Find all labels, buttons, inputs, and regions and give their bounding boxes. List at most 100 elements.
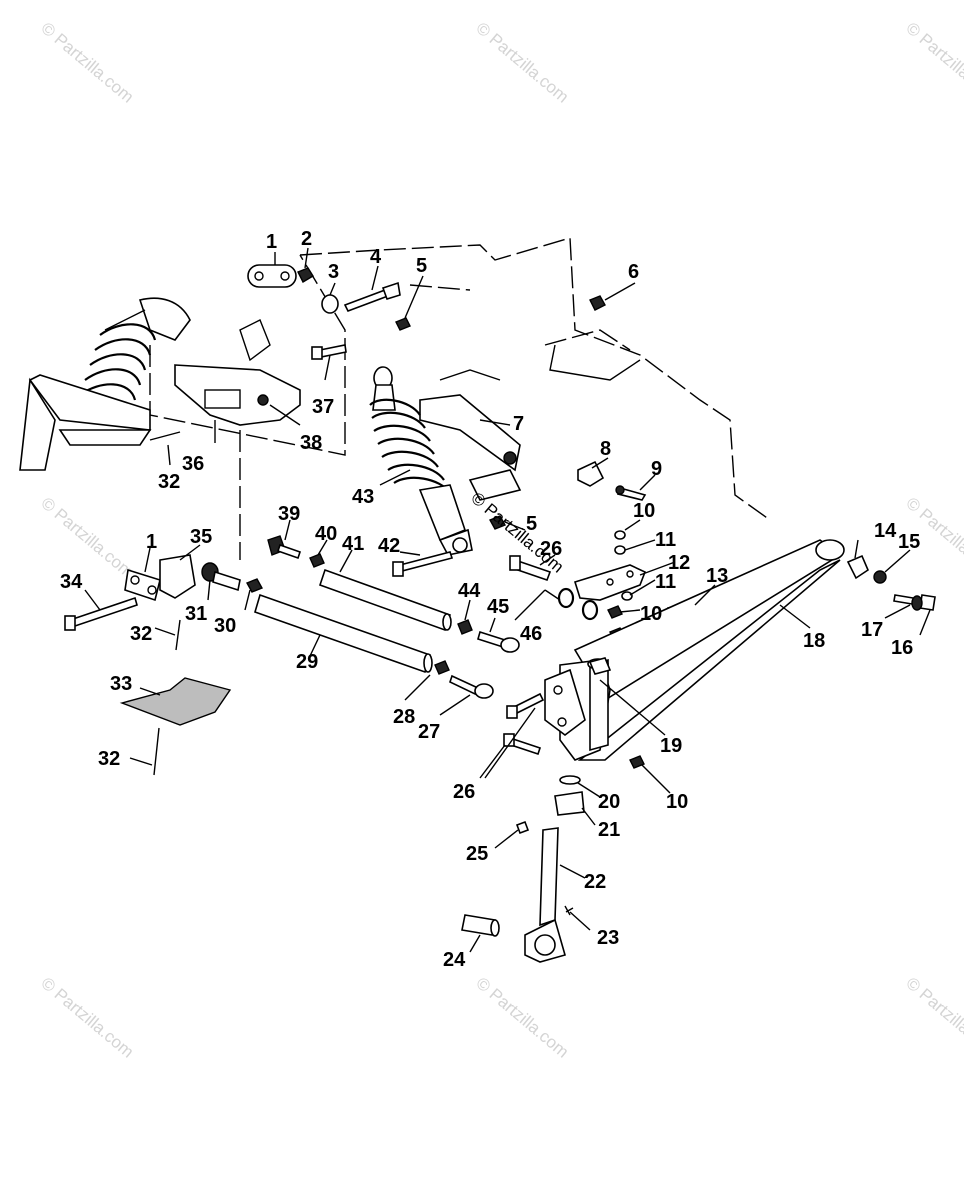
callout: 6 bbox=[628, 261, 639, 283]
pin-32b bbox=[153, 727, 160, 776]
callout: 45 bbox=[487, 596, 509, 618]
far-side-suspension bbox=[19, 297, 191, 471]
watermark: © Partzilla.com bbox=[472, 974, 572, 1062]
callout: 15 bbox=[898, 531, 920, 553]
nut-28 bbox=[434, 660, 450, 675]
pin-32c bbox=[149, 431, 181, 441]
link-plate-1b bbox=[124, 568, 161, 602]
shock-43 bbox=[369, 366, 473, 556]
callout: 12 bbox=[668, 552, 690, 574]
far-shock-spring bbox=[79, 309, 157, 401]
callout: 33 bbox=[110, 673, 132, 695]
bolt-26-lower-a bbox=[506, 692, 545, 719]
bushing-19 bbox=[588, 657, 612, 675]
washer-3 bbox=[321, 294, 339, 314]
bolt-37 bbox=[311, 344, 347, 360]
washer-11 bbox=[614, 530, 626, 540]
bracket-35 bbox=[159, 554, 196, 599]
callout: 24 bbox=[443, 949, 466, 971]
callout: 13 bbox=[706, 565, 728, 587]
callout: 1 bbox=[266, 231, 277, 253]
nut-40 bbox=[309, 553, 325, 568]
callout: 3 bbox=[328, 261, 339, 283]
callout: 40 bbox=[315, 523, 337, 545]
nut-6 bbox=[589, 295, 606, 311]
callout: 42 bbox=[378, 535, 400, 557]
bolt-9 bbox=[615, 485, 647, 501]
washer-15 bbox=[873, 570, 887, 584]
bolt-39 bbox=[267, 535, 302, 560]
callout: 29 bbox=[296, 651, 318, 673]
callout: 31 bbox=[185, 603, 207, 625]
sleeve-24 bbox=[461, 914, 500, 937]
callout: 25 bbox=[466, 843, 488, 865]
callout: 32 bbox=[98, 748, 120, 770]
pin-23 bbox=[564, 905, 574, 916]
callout: 22 bbox=[584, 871, 606, 893]
callout: 2 bbox=[301, 228, 312, 250]
washer-11b bbox=[614, 545, 626, 555]
rod-end-27 bbox=[449, 674, 494, 699]
nut-5 bbox=[395, 317, 411, 331]
callout: 32 bbox=[158, 471, 180, 493]
callout: 35 bbox=[190, 526, 212, 548]
callout: 43 bbox=[352, 486, 374, 508]
callout: 37 bbox=[312, 396, 334, 418]
callout: 38 bbox=[300, 432, 322, 454]
callout: 27 bbox=[418, 721, 440, 743]
springs-46 bbox=[557, 587, 599, 621]
callout: 41 bbox=[342, 533, 364, 555]
rod-end-45 bbox=[477, 630, 520, 653]
callout: 10 bbox=[666, 791, 688, 813]
callout: 9 bbox=[651, 458, 662, 480]
washer-20 bbox=[559, 775, 581, 785]
callout: 14 bbox=[874, 520, 897, 542]
callout: 16 bbox=[891, 637, 913, 659]
callout: 26 bbox=[540, 538, 562, 560]
watermark: © Partzilla.com bbox=[902, 19, 964, 107]
plate-12 bbox=[573, 564, 647, 601]
callout: 4 bbox=[370, 246, 382, 268]
bolt-42 bbox=[392, 551, 454, 577]
watermark: © Partzilla.com bbox=[37, 19, 137, 107]
callout: 44 bbox=[458, 580, 481, 602]
callout: 8 bbox=[600, 438, 611, 460]
link-plate-1 bbox=[247, 264, 297, 288]
callout: 19 bbox=[660, 735, 682, 757]
callout: 5 bbox=[526, 513, 537, 535]
bolt-34 bbox=[64, 596, 138, 631]
bolt-26-lower-b bbox=[503, 733, 542, 756]
callout: 11 bbox=[655, 571, 676, 593]
chassis-outline bbox=[149, 237, 771, 560]
bushing-8 bbox=[577, 460, 605, 487]
watermark: © Partzilla.com bbox=[37, 974, 137, 1062]
washer-11c bbox=[621, 591, 633, 601]
pin-32a bbox=[175, 619, 181, 651]
bolt-4 bbox=[343, 281, 401, 313]
callout: 18 bbox=[803, 630, 825, 652]
bracket-36 bbox=[174, 364, 301, 426]
callout: 46 bbox=[520, 623, 542, 645]
skid-plate-33 bbox=[119, 677, 232, 726]
washer-17 bbox=[911, 595, 923, 611]
bolt-26-upper bbox=[509, 555, 552, 582]
watermark: © Partzilla.com bbox=[472, 19, 572, 107]
nut-10 bbox=[607, 605, 623, 619]
callout: 21 bbox=[598, 819, 620, 841]
callout: 26 bbox=[453, 781, 475, 803]
nut-30 bbox=[246, 578, 263, 593]
bushing-21 bbox=[554, 791, 585, 816]
callout: 20 bbox=[598, 791, 620, 813]
callout: 34 bbox=[60, 571, 83, 593]
tie-rod-29 bbox=[254, 593, 433, 674]
callout: 11 bbox=[655, 529, 676, 551]
callout: 17 bbox=[861, 619, 883, 641]
nut-5b bbox=[489, 515, 506, 530]
nut-10c bbox=[629, 755, 645, 769]
callout: 5 bbox=[416, 255, 427, 277]
callout: 30 bbox=[214, 615, 236, 637]
callout: 10 bbox=[640, 603, 662, 625]
callout: 1 bbox=[146, 531, 157, 553]
callout: 36 bbox=[182, 453, 204, 475]
